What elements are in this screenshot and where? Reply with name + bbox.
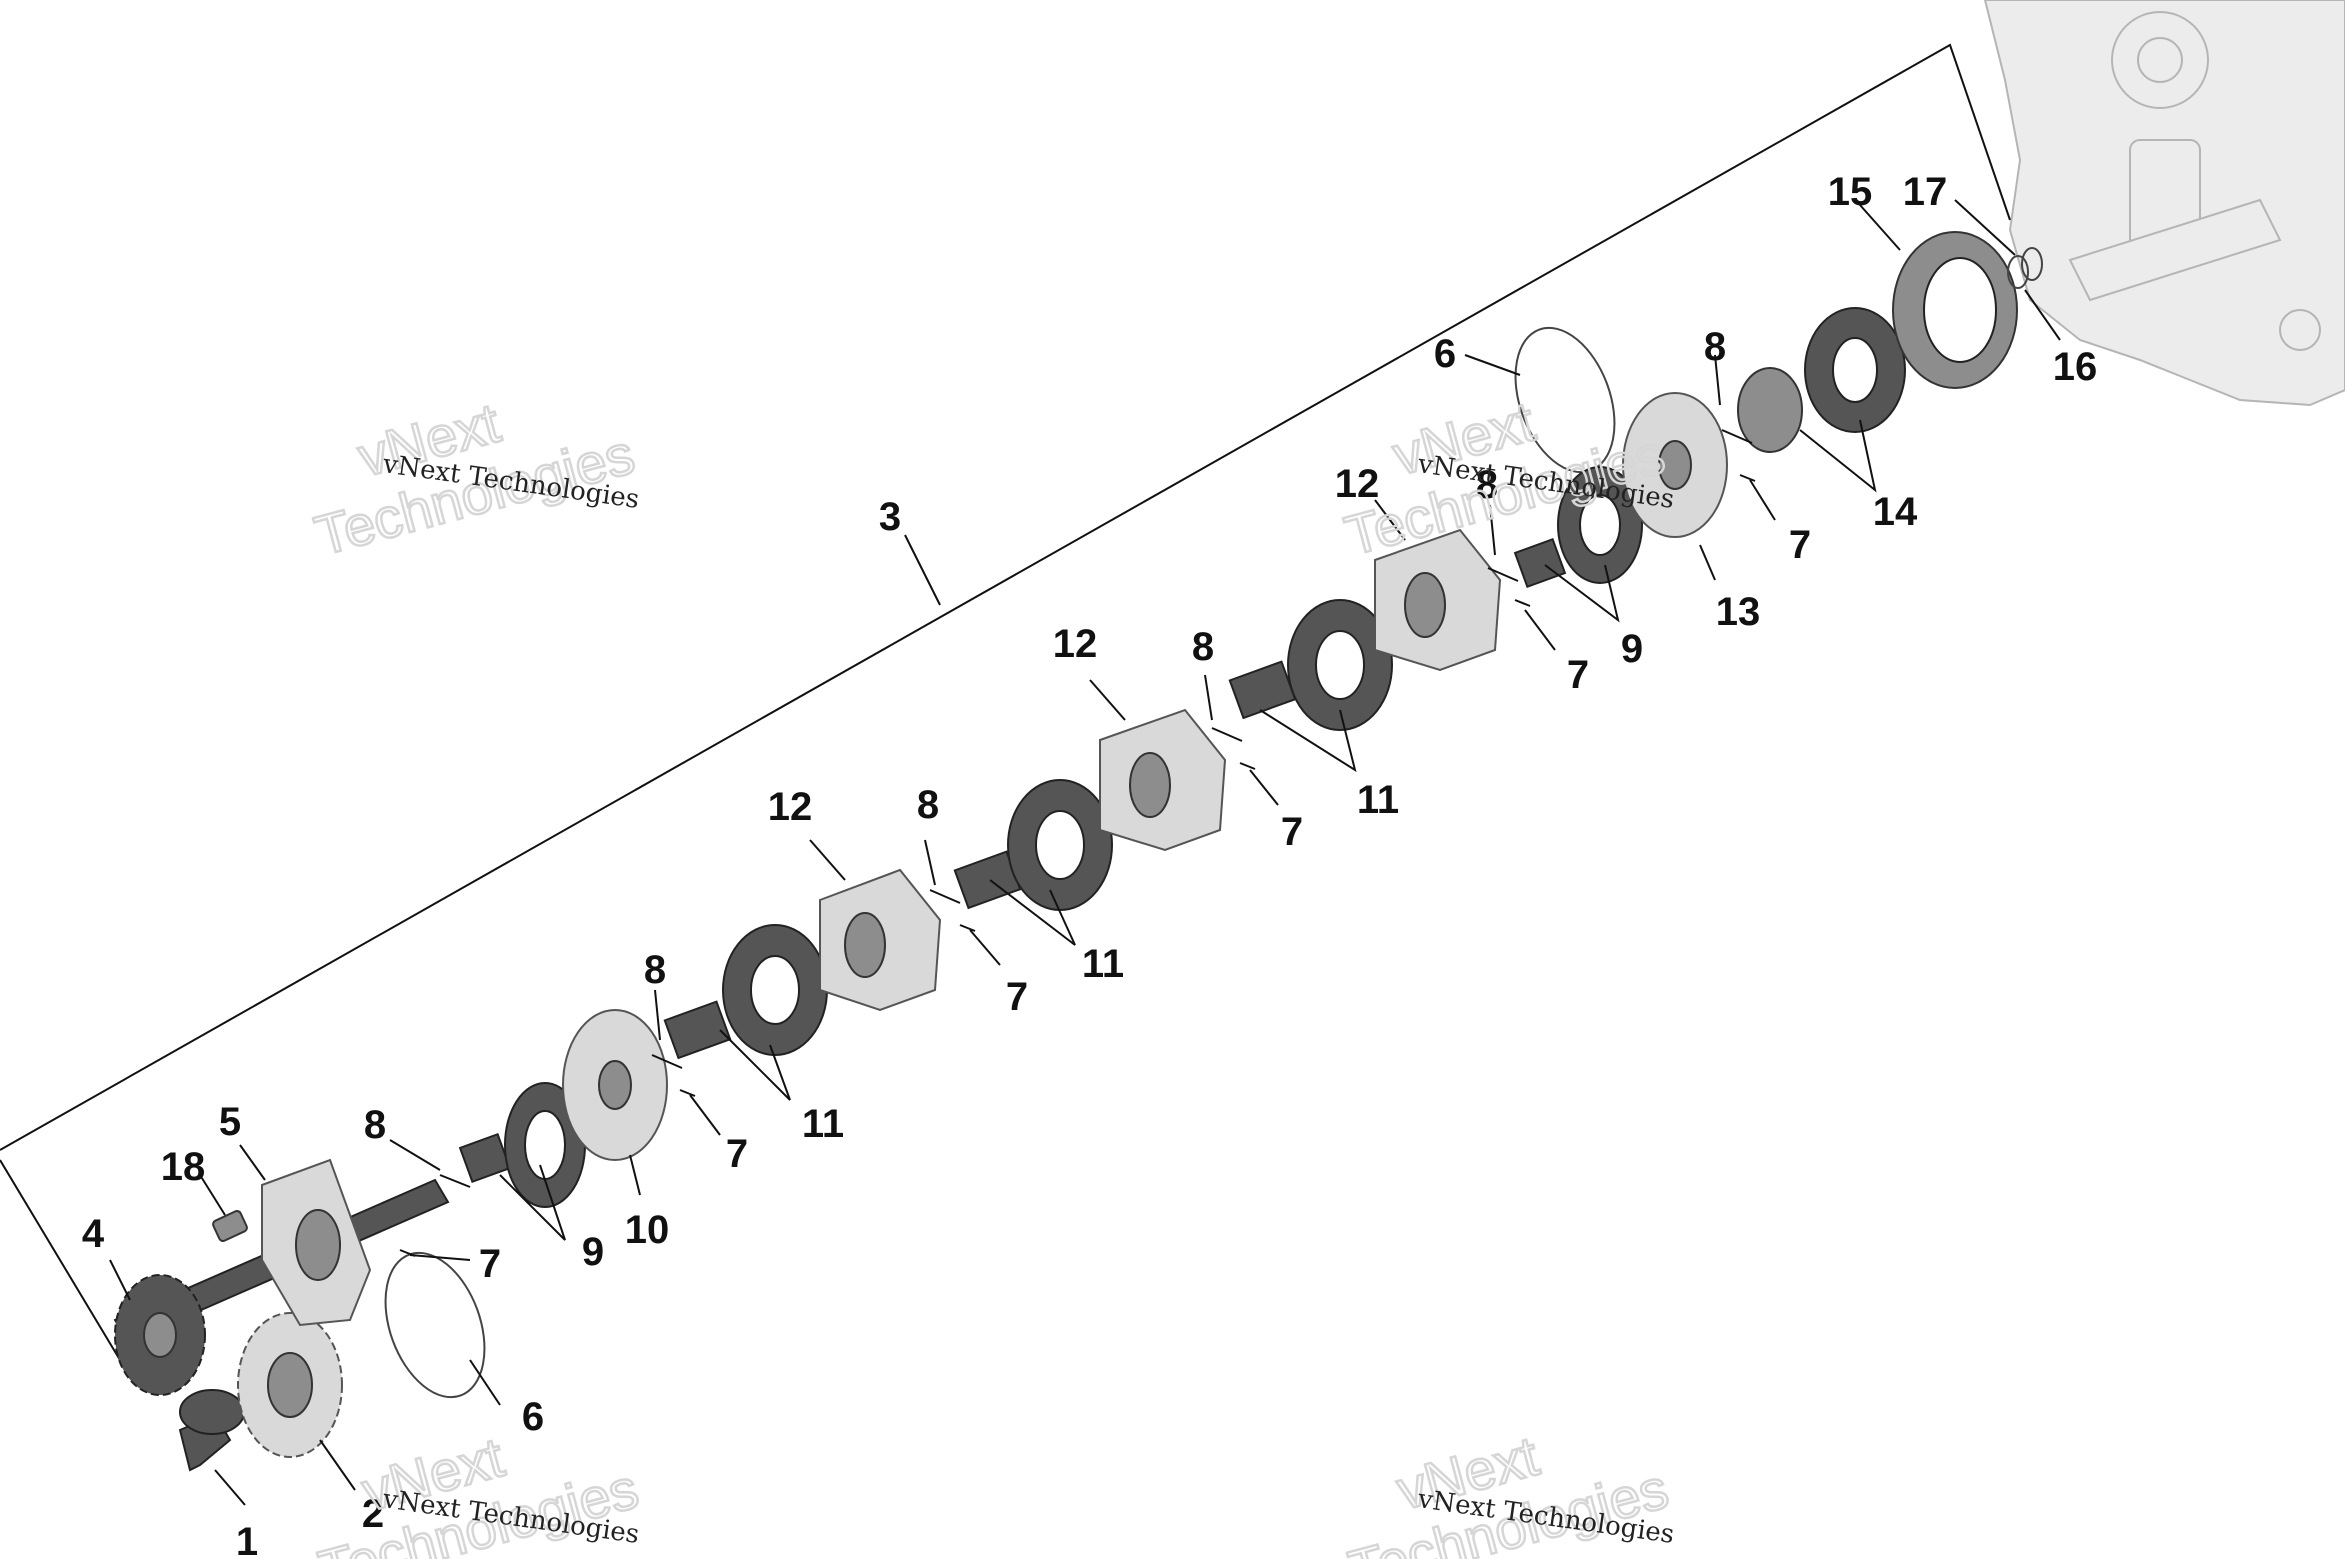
callout-16: 16 — [2053, 345, 2098, 389]
callout-9-b: 9 — [1621, 627, 1643, 671]
callout-7-b: 7 — [726, 1132, 748, 1176]
part-11-rotor-stage-4 — [1228, 599, 1393, 731]
callout-14: 14 — [1873, 490, 1918, 534]
callout-12-a: 12 — [768, 785, 813, 829]
assembly-bracket — [0, 43, 2011, 1361]
callout-8-c: 8 — [917, 783, 939, 827]
part-1-plug — [178, 1389, 245, 1472]
pins-and-keys — [399, 429, 1756, 1257]
part-12-housing-stage-3 — [1099, 708, 1227, 852]
part-15-outer-ring — [1892, 231, 2018, 389]
callout-1: 1 — [236, 1520, 258, 1559]
part-9-rotor-stage-5 — [1513, 466, 1643, 589]
callout-7-c: 7 — [1006, 975, 1028, 1019]
part-13-plate — [1622, 392, 1728, 538]
callout-13: 13 — [1716, 590, 1761, 634]
callout-8-e: 8 — [1476, 463, 1498, 507]
callout-12-c: 12 — [1335, 462, 1380, 506]
callout-6-lower: 6 — [522, 1395, 544, 1439]
callout-8-b: 8 — [644, 948, 666, 992]
callout-8-d: 8 — [1192, 625, 1214, 669]
callout-5: 5 — [219, 1100, 241, 1144]
callout-17: 17 — [1903, 170, 1948, 214]
callout-7-d: 7 — [1281, 810, 1303, 854]
part-11-rotor-stage-3 — [953, 779, 1113, 911]
callout-labels: 1 2 3 4 5 6 6 7 7 7 7 7 7 8 8 8 8 8 8 9 … — [82, 170, 2097, 1559]
leader-lines — [109, 199, 2061, 1506]
callout-15: 15 — [1828, 170, 1873, 214]
callout-18: 18 — [161, 1145, 206, 1189]
part-14-rotor-set — [1737, 307, 1906, 453]
engine-housing — [1983, 0, 2345, 407]
callout-11-b: 11 — [1082, 942, 1124, 986]
part-4-gear — [114, 1274, 206, 1396]
part-10-plate — [562, 1009, 668, 1161]
callout-9-a: 9 — [582, 1230, 604, 1274]
callout-4: 4 — [82, 1212, 105, 1256]
callout-11-a: 11 — [802, 1102, 844, 1146]
part-12-housing-stage-4 — [1374, 528, 1502, 672]
part-12-housing-stage-2 — [819, 868, 942, 1012]
part-18-bolt — [212, 1210, 248, 1242]
part-11-rotor-stage-2 — [663, 924, 828, 1060]
callout-3: 3 — [879, 495, 901, 539]
callout-10: 10 — [625, 1208, 670, 1252]
callout-11-c: 11 — [1357, 778, 1399, 822]
part-2-gear — [237, 1312, 343, 1458]
callout-7-e: 7 — [1567, 653, 1589, 697]
callout-7-f: 7 — [1789, 523, 1811, 567]
callout-7-a: 7 — [479, 1242, 501, 1286]
part-5-cover — [261, 1158, 372, 1327]
callout-6-upper: 6 — [1434, 332, 1456, 376]
callout-8-f: 8 — [1704, 325, 1726, 369]
part-16-17-o-rings — [2007, 247, 2043, 289]
callout-8-a: 8 — [364, 1103, 386, 1147]
callout-2: 2 — [362, 1492, 384, 1536]
callout-12-b: 12 — [1053, 622, 1098, 666]
